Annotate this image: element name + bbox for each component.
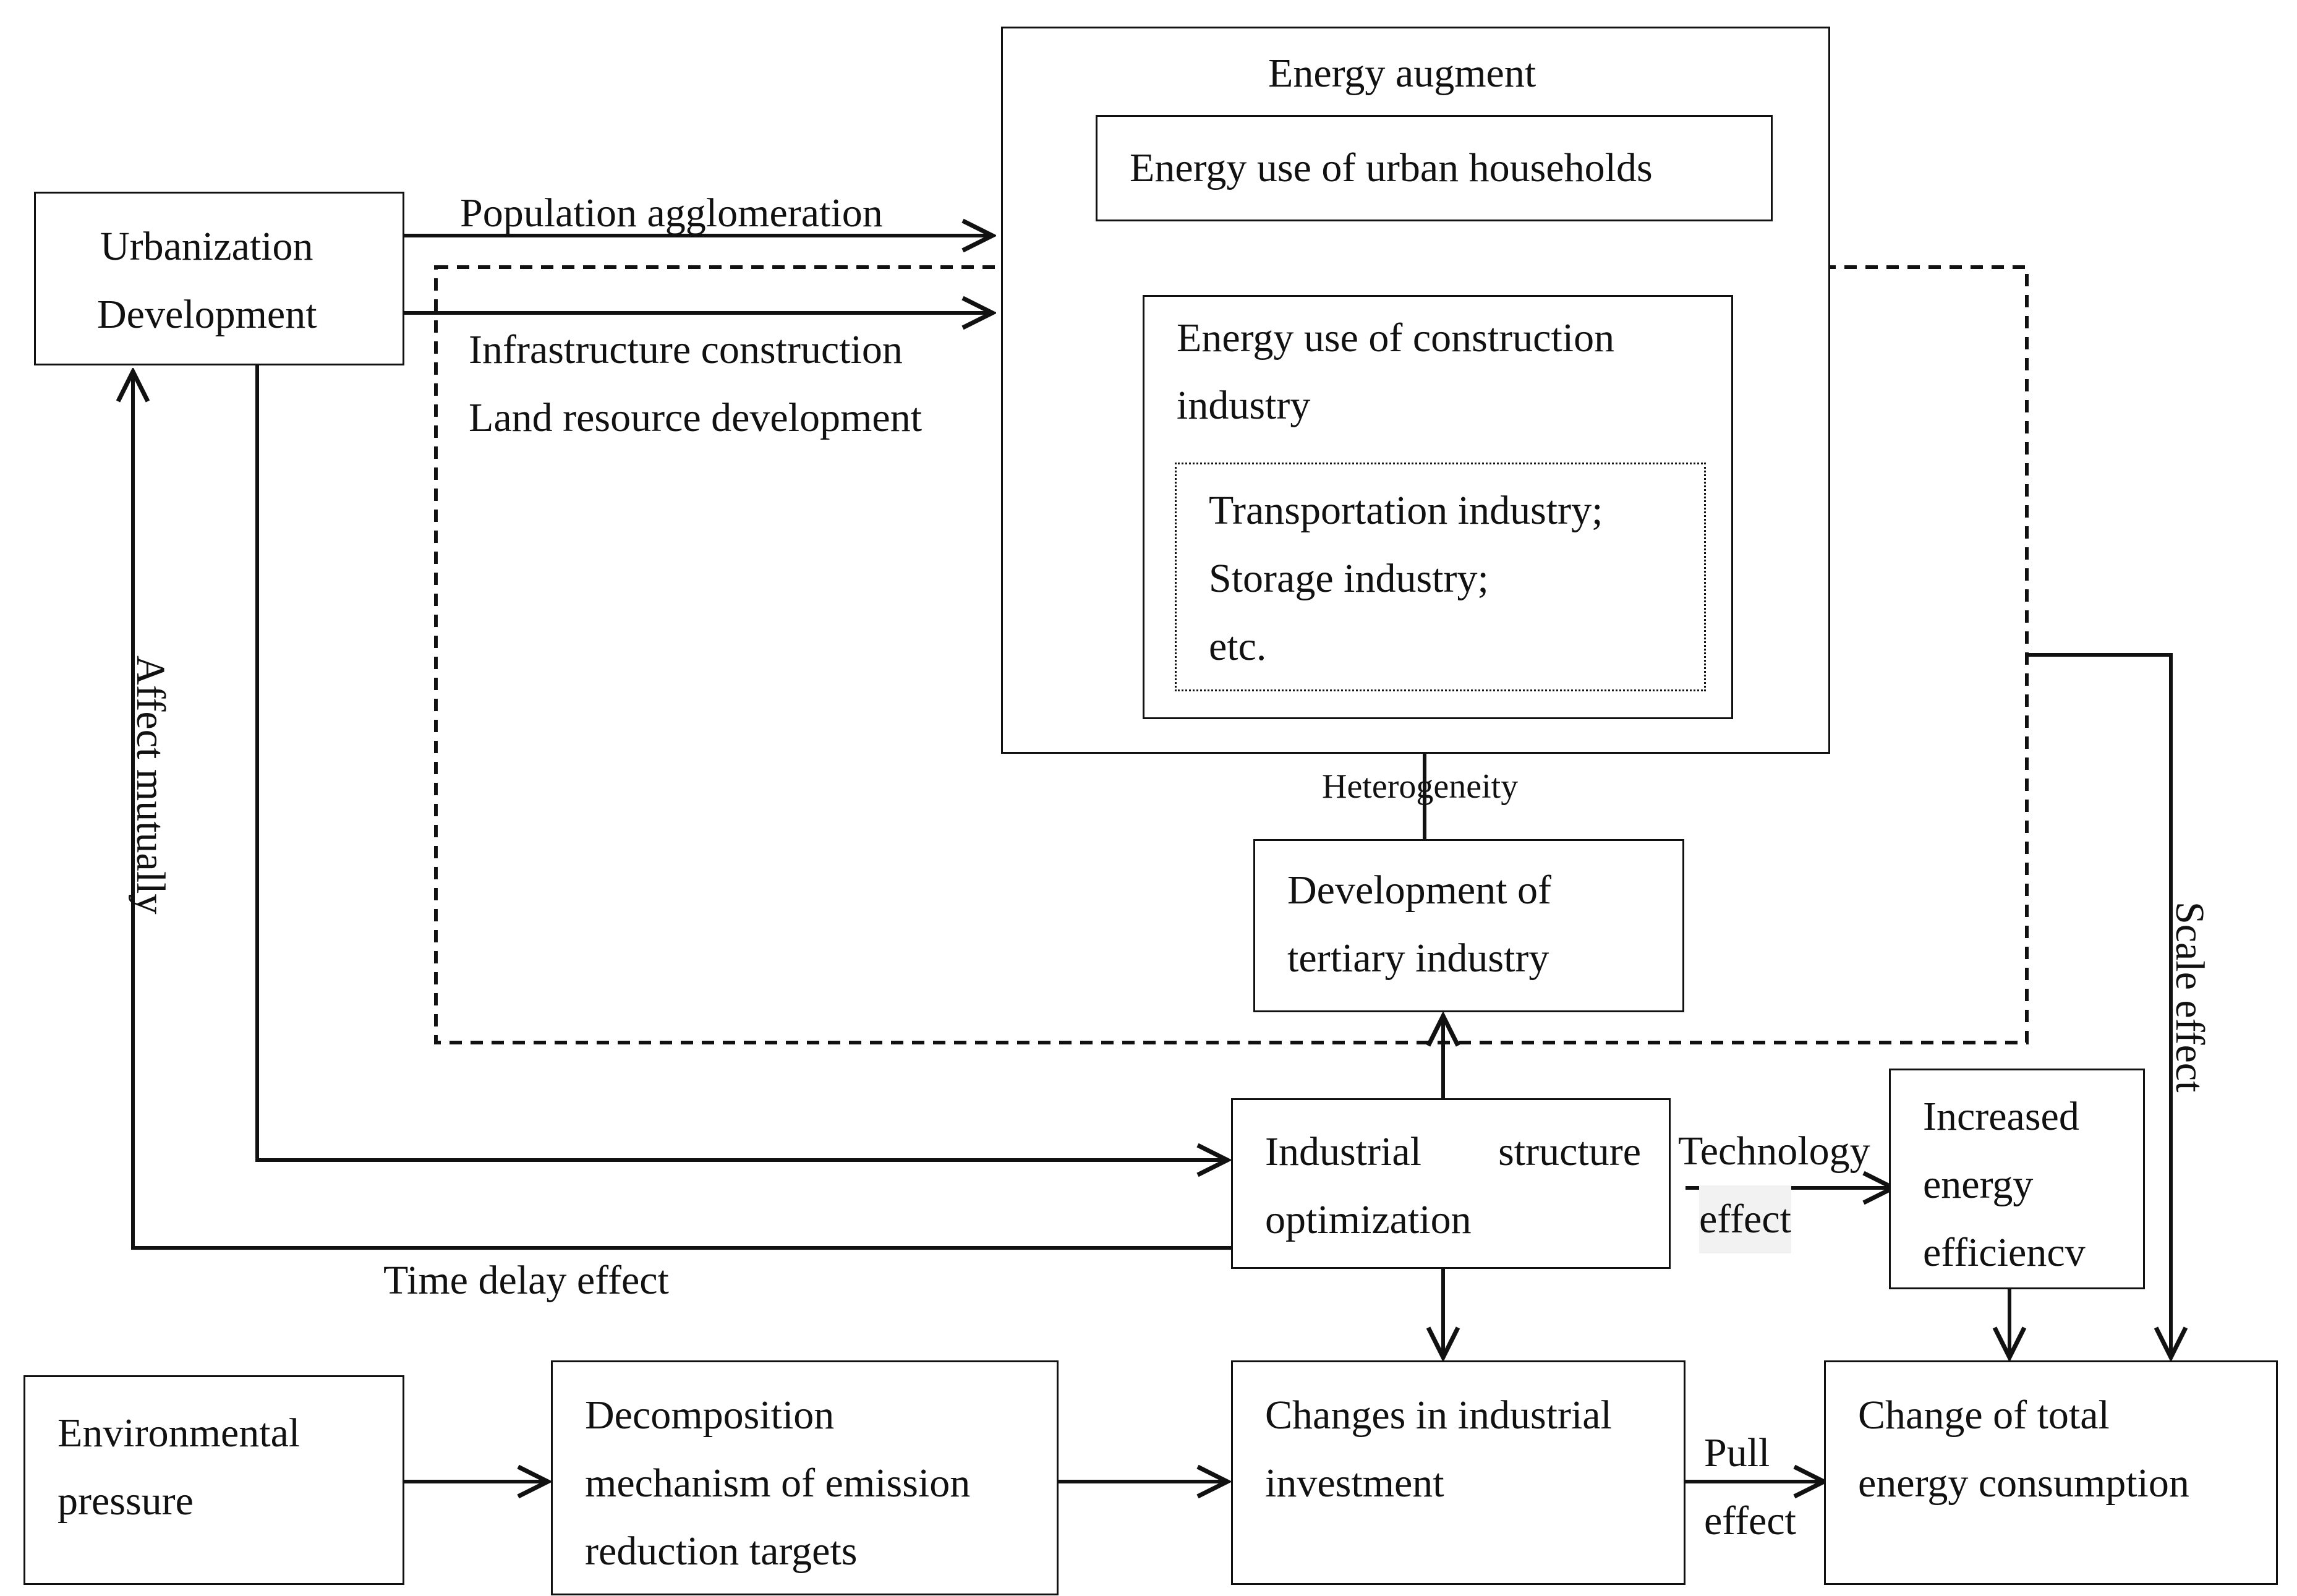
industrial-word: Industrial — [1265, 1129, 1421, 1174]
arrow-time-delay-feedback — [133, 372, 1231, 1250]
energy-augment-title: Energy augment — [1268, 51, 1536, 96]
industrial-label-line-2: optimization — [1265, 1197, 1472, 1242]
decomposition-box: Decomposition mechanism of emission redu… — [551, 1360, 1059, 1595]
environmental-pressure-box: Environmental pressure — [23, 1375, 404, 1585]
energy-efficiency-box: Increased energy efficiencv — [1889, 1069, 2145, 1289]
time-delay-effect-label: Time delay effect — [383, 1258, 669, 1303]
total-energy-label-line-2: energy consumption — [1858, 1461, 2189, 1506]
decomposition-label-line-1: Decomposition — [585, 1393, 835, 1438]
env-label-line-1: Environmental — [58, 1410, 300, 1456]
investment-label-line-1: Changes in industrial — [1265, 1393, 1612, 1438]
pull-effect-label-line-1: Pull — [1704, 1430, 1770, 1475]
urbanization-box: Urbanization Development — [34, 192, 404, 365]
industrial-label-line-1: Industrial structure — [1265, 1118, 1641, 1186]
transport-label-line-2: Storage industry; — [1209, 556, 1489, 601]
decomposition-label-line-2: mechanism of emission — [585, 1461, 971, 1506]
technology-effect-label-line-2: effect — [1699, 1185, 1791, 1253]
affect-mutually-label: Affect mutually — [128, 655, 173, 915]
infrastructure-label: Infrastructure construction — [469, 327, 903, 372]
structure-word: structure — [1498, 1129, 1641, 1174]
tertiary-label-line-2: tertiary industry — [1287, 936, 1549, 981]
efficiency-label-line-1: Increased — [1923, 1094, 2079, 1139]
scale-effect-label: Scale effect — [2167, 902, 2212, 1093]
efficiency-label-line-3: efficiencv — [1923, 1230, 2086, 1275]
pull-effect-label-line-2: effect — [1704, 1498, 1796, 1543]
total-energy-label-line-1: Change of total — [1858, 1393, 2110, 1438]
urban-households-box: Energy use of urban households — [1096, 115, 1773, 221]
investment-box: Changes in industrial investment — [1231, 1360, 1685, 1585]
arrow-scale-effect — [2027, 653, 2171, 1357]
env-label-line-2: pressure — [58, 1479, 194, 1524]
investment-label-line-2: investment — [1265, 1461, 1444, 1506]
transport-label-line-3: etc. — [1209, 624, 1267, 669]
tertiary-label-line-1: Development of — [1287, 868, 1552, 913]
arrow-urbanization-to-industrial — [255, 365, 1227, 1160]
tertiary-industry-box: Development of tertiary industry — [1253, 839, 1684, 1012]
efficiency-label-line-2: energy — [1923, 1162, 2034, 1207]
population-agglomeration-label: Population agglomeration — [460, 190, 883, 236]
heterogeneity-label: Heterogeneity — [1322, 767, 1519, 806]
total-energy-box: Change of total energy consumption — [1824, 1360, 2278, 1585]
transport-label-line-1: Transportation industry; — [1209, 488, 1603, 533]
urbanization-label-line-1: Urbanization — [100, 224, 313, 269]
decomposition-label-line-3: reduction targets — [585, 1529, 858, 1574]
technology-effect-label-line-1: Technology — [1678, 1129, 1870, 1174]
urbanization-label-line-2: Development — [97, 292, 317, 337]
construction-label-line-2: industry — [1177, 383, 1311, 428]
land-resource-label: Land resource development — [469, 395, 923, 440]
transport-storage-box: Transportation industry; Storage industr… — [1175, 463, 1706, 691]
construction-label-line-1: Energy use of construction — [1177, 315, 1615, 361]
urban-households-label: Energy use of urban households — [1130, 145, 1653, 190]
industrial-optimization-box: Industrial structure optimization — [1231, 1098, 1671, 1269]
